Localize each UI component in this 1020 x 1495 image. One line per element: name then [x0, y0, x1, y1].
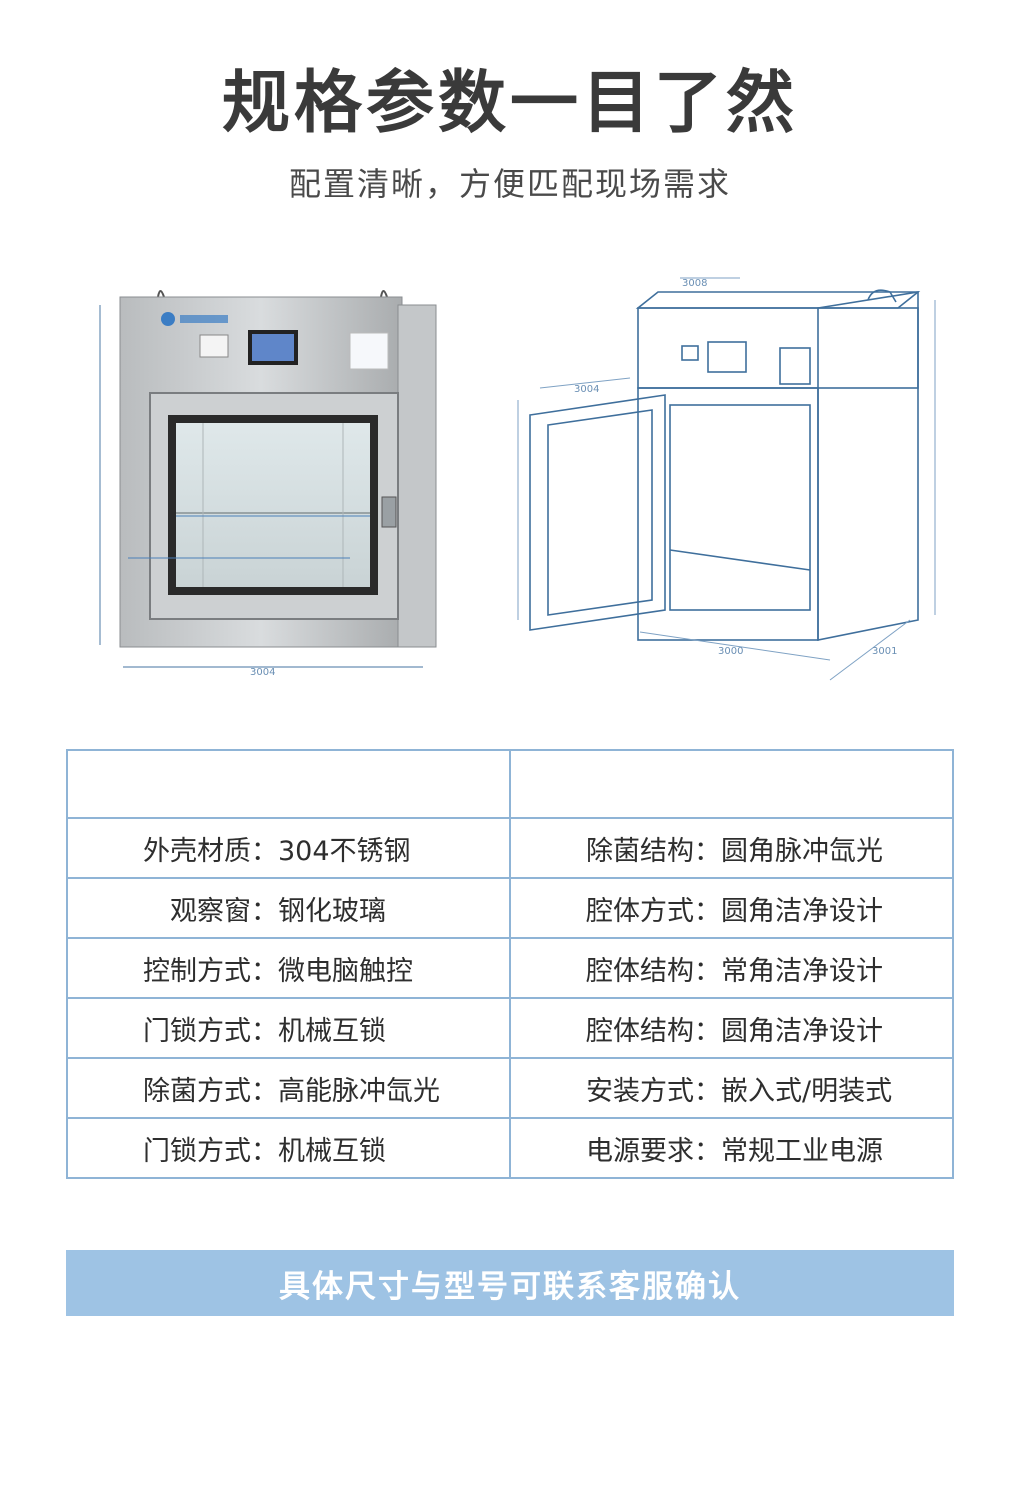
- table-row: 外壳材质：304不锈钢 除菌结构：圆角脉冲氙光: [66, 817, 954, 879]
- table-cell: 门锁方式：机械互锁: [66, 997, 511, 1059]
- spec-value: 圆角洁净设计: [721, 1015, 883, 1047]
- spec-label: 电源要求：: [586, 1135, 721, 1167]
- photo-width-dim: 3004: [250, 667, 275, 678]
- spec-value: 机械互锁: [278, 1135, 386, 1167]
- spec-value: 嵌入式/明装式: [721, 1075, 893, 1107]
- spec-value: 圆角脉冲氙光: [721, 835, 883, 867]
- drawing-bottom-dim: 3000: [718, 646, 743, 657]
- table-header-right: [509, 749, 954, 819]
- spec-label: 外壳材质：: [143, 835, 278, 867]
- spec-value: 常角洁净设计: [721, 955, 883, 987]
- spec-label: 除菌方式：: [143, 1075, 278, 1107]
- contact-banner-text: 具体尺寸与型号可联系客服确认: [279, 1268, 741, 1305]
- spec-table: 外壳材质：304不锈钢 除菌结构：圆角脉冲氙光 观察窗：钢化玻璃 腔体方式：圆角…: [66, 749, 954, 1495]
- table-cell: 腔体结构：常角洁净设计: [509, 937, 954, 999]
- table-header-left: [66, 749, 511, 819]
- table-row: 门锁方式：机械互锁 腔体结构：圆角洁净设计: [66, 997, 954, 1059]
- spec-label: 观察窗：: [170, 895, 278, 927]
- page-subtitle: 配置清晰，方便匹配现场需求: [288, 165, 731, 203]
- spec-label: 安装方式：: [586, 1075, 721, 1107]
- product-photo: 3004: [88, 275, 438, 685]
- table-cell: 腔体方式：圆角洁净设计: [509, 877, 954, 939]
- spec-value: 机械互锁: [278, 1015, 386, 1047]
- table-cell: 观察窗：钢化玻璃: [66, 877, 511, 939]
- table-row: 控制方式：微电脑触控 腔体结构：常角洁净设计: [66, 937, 954, 999]
- spec-value: 常规工业电源: [721, 1135, 883, 1167]
- page-title: 规格参数一目了然: [221, 64, 798, 143]
- product-photo-illustration: 3004: [99, 290, 437, 678]
- table-cell: 外壳材质：304不锈钢: [66, 817, 511, 879]
- table-cell: 安装方式：嵌入式/明装式: [509, 1057, 954, 1119]
- spec-value: 高能脉冲氙光: [278, 1075, 440, 1107]
- table-cell: 控制方式：微电脑触控: [66, 937, 511, 999]
- drawing-door-dim: 3004: [574, 384, 599, 395]
- spec-label: 除菌结构：: [586, 835, 721, 867]
- spec-label: 腔体方式：: [586, 895, 721, 927]
- spec-value: 钢化玻璃: [278, 895, 386, 927]
- spec-label: 控制方式：: [143, 955, 278, 987]
- table-row: 门锁方式：机械互锁 电源要求：常规工业电源: [66, 1117, 954, 1179]
- drawing-top-dim: 3008: [682, 278, 707, 289]
- table-cell: 门锁方式：机械互锁: [66, 1117, 511, 1179]
- spec-label: 腔体结构：: [586, 955, 721, 987]
- table-row: 除菌方式：高能脉冲氙光 安装方式：嵌入式/明装式: [66, 1057, 954, 1119]
- spec-value: 圆角洁净设计: [721, 895, 883, 927]
- table-cell: 电源要求：常规工业电源: [509, 1117, 954, 1179]
- contact-banner: 具体尺寸与型号可联系客服确认: [66, 1250, 954, 1316]
- table-cell: 腔体结构：圆角洁净设计: [509, 997, 954, 1059]
- table-cell: 除菌结构：圆角脉冲氙光: [509, 817, 954, 879]
- table-header-row: [66, 749, 954, 819]
- table-cell: 除菌方式：高能脉冲氙光: [66, 1057, 511, 1119]
- spec-label: 腔体结构：: [586, 1015, 721, 1047]
- spec-label: 门锁方式：: [143, 1135, 278, 1167]
- table-row: 观察窗：钢化玻璃 腔体方式：圆角洁净设计: [66, 877, 954, 939]
- spec-value: 304不锈钢: [278, 835, 411, 867]
- spec-value: 微电脑触控: [278, 955, 413, 987]
- spec-label: 门锁方式：: [143, 1015, 278, 1047]
- drawing-depth-dim: 3001: [872, 646, 897, 657]
- technical-drawing-illustration: 3008 3004 3000 3001: [517, 277, 936, 681]
- technical-drawing: 3008 3004 3000 3001: [500, 260, 960, 700]
